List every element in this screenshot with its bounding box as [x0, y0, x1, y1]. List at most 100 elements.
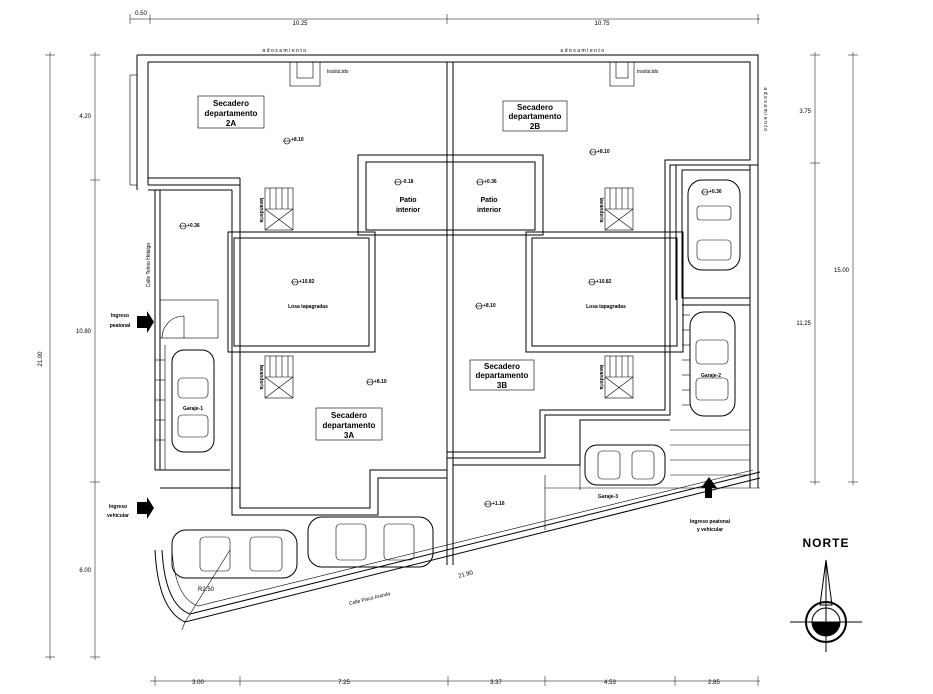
room-2a-line1: Secadero [213, 99, 249, 108]
car-garage-2-lower [689, 311, 736, 417]
street-curve [154, 469, 761, 631]
level-810-b: +8.10 [597, 149, 610, 155]
room-box-3a [315, 407, 383, 441]
room-3b-line1: Secadero [484, 362, 520, 371]
dim-bottom-3: 3.37 [490, 680, 502, 686]
laundry-3-label: lavandería [258, 365, 264, 390]
car-garage-2-upper [687, 179, 741, 271]
dim-bottom-5: 2.85 [708, 680, 720, 686]
room-2b-line1: Secadero [517, 103, 553, 112]
room-2b-line2: departamento [509, 112, 562, 121]
dim-bottom-1: 3.00 [192, 680, 204, 686]
combined-entry-arrow [701, 477, 717, 498]
dimension-top: 0.50 10.25 10.75 [129, 11, 760, 27]
level-116: +1.16 [492, 501, 505, 507]
dim-left-2: 10.80 [76, 329, 92, 335]
entry-combined-line1: Ingreso peatonal [690, 519, 731, 525]
room-box-2a [197, 95, 265, 129]
label-adosamiento-top-right: adosamiento [560, 48, 605, 54]
patio-right-line1: Patio [480, 197, 497, 204]
dim-left-3: 6.00 [79, 568, 91, 574]
laundry-1-label: lavandería [258, 198, 264, 223]
garage-1-label: Garaje-1 [183, 406, 203, 412]
room-box-2b [502, 100, 568, 132]
dim-diagonal: 21.90 [458, 570, 475, 580]
laundry-4-label: lavandería [598, 365, 604, 390]
patio-left-line2: interior [396, 207, 420, 214]
level-036-left: +0.36 [187, 223, 200, 229]
vehicle-entry-arrow [137, 497, 154, 519]
room-2b-line3: 2B [530, 122, 540, 131]
car-garage-1 [171, 349, 215, 453]
slab-left-label: Losa tapagradas [288, 304, 328, 310]
laundry-4 [604, 355, 634, 399]
room-3b-line3: 3B [497, 381, 507, 390]
label-traslucido-left: traslúcido [327, 69, 349, 75]
room-3a-line1: Secadero [331, 411, 367, 420]
laundry-3 [264, 355, 294, 399]
dim-right-1: 3.75 [799, 109, 811, 115]
patio-right-line2: interior [477, 207, 501, 214]
dim-top-2: 10.25 [292, 21, 308, 27]
label-adosamiento-top-left: adosamiento [262, 48, 307, 54]
level-1082-b: +10.82 [596, 279, 612, 285]
entry-pedestrian-line1: Ingreso [111, 313, 129, 319]
dim-right-2: 11.25 [796, 321, 811, 327]
level-036-center: +0.36 [484, 179, 497, 185]
garage-3-label: Garaje-3 [598, 494, 618, 500]
slab-left [227, 231, 376, 353]
entry-combined-line2: y vehicular [697, 527, 723, 533]
dimension-right: 3.75 11.25 15.00 [796, 52, 858, 485]
level-markers [179, 137, 709, 508]
label-adosamiento-right: adosamiento [762, 87, 768, 132]
ramp-hatch [579, 314, 750, 490]
dim-top-1: 0.50 [135, 11, 147, 17]
dim-bottom-2: 7.25 [338, 680, 350, 686]
room-box-3b [469, 359, 535, 391]
entry-vehicle-line1: Ingreso [109, 504, 127, 510]
laundry-2 [604, 187, 634, 231]
dimension-bottom: 3.00 7.25 3.37 4.53 2.85 [150, 676, 760, 686]
car-garage-3 [584, 444, 666, 486]
slab-right [525, 231, 684, 353]
entry-pedestrian-line2: peatonal [110, 323, 131, 329]
garage-2-label: Garaje-2 [701, 373, 721, 379]
laundry-1 [264, 187, 294, 231]
patio-left-line1: Patio [399, 197, 416, 204]
laundry-2-label: lavandería [598, 198, 604, 223]
dim-right-outer: 15.00 [834, 268, 850, 274]
room-3a-line3: 3A [344, 431, 354, 440]
outer-walls [129, 54, 760, 565]
level-810-c: +8.10 [483, 303, 496, 309]
level-810-d: +8.10 [374, 379, 387, 385]
dim-left-1: 4.20 [79, 114, 91, 120]
left-garage-hatch [155, 345, 166, 470]
skylight-left [289, 61, 321, 87]
label-traslucido-right: traslúcido [637, 69, 659, 75]
level-1082-a: +10.82 [299, 279, 315, 285]
dimension-left: 21.00 4.20 10.80 6.00 [38, 52, 100, 660]
dim-top-3: 10.75 [594, 21, 610, 27]
room-3b-line2: departamento [476, 371, 529, 380]
room-3a-line2: departamento [323, 421, 376, 430]
street-bottom-label: Calle Pisco Aranda [349, 591, 392, 607]
street-left-label: Calle Telmo Hidalgo [146, 243, 152, 288]
dim-left-outer: 21.00 [38, 351, 44, 367]
north-label: NORTE [803, 536, 850, 550]
slab-right-label: Losa tapagradas [586, 304, 626, 310]
entrance-door [159, 299, 219, 339]
car-street-1 [171, 529, 298, 579]
level-018: -0.18 [402, 179, 414, 185]
car-street-2 [307, 516, 434, 568]
level-036-right: +0.36 [709, 189, 722, 195]
dim-bottom-4: 4.53 [604, 680, 616, 686]
skylight-right [609, 61, 635, 87]
dim-radius: R2.50 [198, 587, 215, 593]
entry-vehicle-line2: vehicular [107, 513, 129, 519]
north-arrow [790, 559, 862, 652]
room-2a-line2: departamento [205, 109, 258, 118]
pedestrian-entry-arrow [137, 311, 154, 333]
room-2a-line3: 2A [226, 119, 236, 128]
level-810-a: +8.10 [291, 137, 304, 143]
